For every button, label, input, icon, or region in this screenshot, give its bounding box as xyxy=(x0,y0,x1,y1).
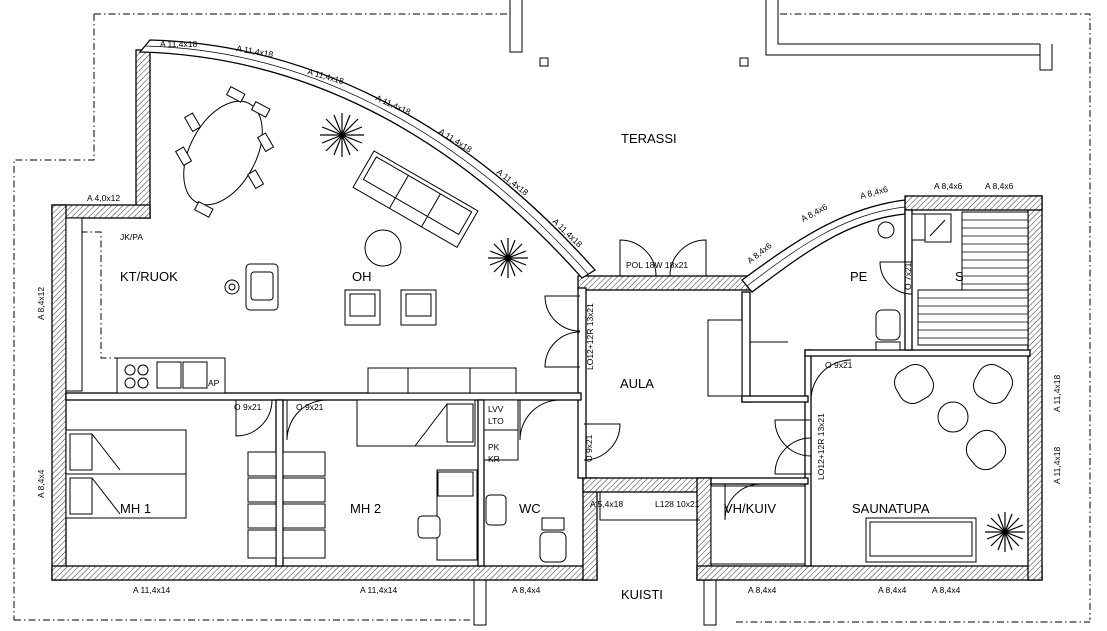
fixture-labels: JK/PA AP LVV LTO PK KR POL 18W 18x21 O 9… xyxy=(120,232,913,509)
room-oh: OH xyxy=(352,269,372,284)
window-tag: A 8,4x4 xyxy=(36,469,46,498)
label-lo12-saunatupa: LO12+12R 13x21 xyxy=(816,413,826,480)
room-labels: TERASSI KT/RUOK OH PE S AULA MH 1 MH 2 W… xyxy=(120,131,964,602)
label-lvv: LVV xyxy=(488,404,504,414)
room-wc: WC xyxy=(519,501,541,516)
room-kuisti: KUISTI xyxy=(621,587,663,602)
label-jk-pa: JK/PA xyxy=(120,232,143,242)
room-mh1: MH 1 xyxy=(120,501,151,516)
label-door-mh1: O 9x21 xyxy=(234,402,262,412)
room-pe: PE xyxy=(850,269,868,284)
living-furniture xyxy=(224,150,479,326)
window-tag: A 8,4x6 xyxy=(799,201,829,223)
label-pol: POL 18W 18x21 xyxy=(626,260,688,270)
window-tag: A 8,4x4 xyxy=(512,585,541,595)
bed-mh2 xyxy=(356,399,478,561)
window-tag: A 11,4x18 xyxy=(1052,447,1062,484)
sauna-benches xyxy=(917,211,1029,346)
exterior-walls xyxy=(51,49,1043,581)
curved-window-wall xyxy=(138,39,906,293)
room-saunatupa: SAUNATUPA xyxy=(852,501,930,516)
terrace-boundary xyxy=(13,0,1091,623)
door-swings xyxy=(235,239,913,521)
label-lo12-aula: LO12+12R 13x21 xyxy=(585,303,595,370)
label-door-wc: O 9x21 xyxy=(584,434,594,462)
label-door-saunatupa: O 9x21 xyxy=(825,360,853,370)
plant-icon xyxy=(320,113,1025,552)
porch-posts xyxy=(473,57,749,626)
window-tag: A 8,4x4 xyxy=(878,585,907,595)
pe-fixtures xyxy=(875,213,952,351)
room-s: S xyxy=(955,269,964,284)
interior-walls xyxy=(65,209,1031,567)
kitchen-counters xyxy=(65,217,517,394)
window-tag: A 11,4x14 xyxy=(133,585,170,595)
room-terassi: TERASSI xyxy=(621,131,677,146)
label-door-pe: O 7x21 xyxy=(903,262,913,290)
window-tag: A 8,4x4 xyxy=(748,585,777,595)
window-tag: A 8,4x12 xyxy=(36,287,46,320)
window-tag: A 11,4x18 xyxy=(160,39,197,49)
room-aula: AULA xyxy=(620,376,654,391)
label-door-mh2: O 9x21 xyxy=(296,402,324,412)
room-kt-ruok: KT/RUOK xyxy=(120,269,178,284)
room-vh-kuiv: VH/KUIV xyxy=(724,501,776,516)
wc-fixtures xyxy=(483,399,567,563)
window-tag: A 8,4x6 xyxy=(985,181,1014,191)
window-tag: A 8,4x4 xyxy=(932,585,961,595)
window-tag: A 4,0x12 xyxy=(87,193,120,203)
window-tag: A 11,4x18 xyxy=(1052,375,1062,412)
bed-mh1 xyxy=(65,429,187,519)
label-l128: L128 10x21 xyxy=(655,499,700,509)
hall-closets xyxy=(707,319,806,565)
wardrobes xyxy=(247,451,326,559)
window-tag: A 5,4x18 xyxy=(590,499,623,509)
window-tag: A 8,4x6 xyxy=(934,181,963,191)
saunatupa-furniture xyxy=(865,364,1013,563)
window-tag: A 8,4x6 xyxy=(859,184,889,201)
label-lto: LTO xyxy=(488,416,504,426)
window-tag: A 11,4x14 xyxy=(360,585,397,595)
label-pk: PK xyxy=(488,442,500,452)
label-kr: KR xyxy=(488,454,500,464)
dining-table xyxy=(174,86,275,218)
label-ap: AP xyxy=(208,378,220,388)
room-mh2: MH 2 xyxy=(350,501,381,516)
